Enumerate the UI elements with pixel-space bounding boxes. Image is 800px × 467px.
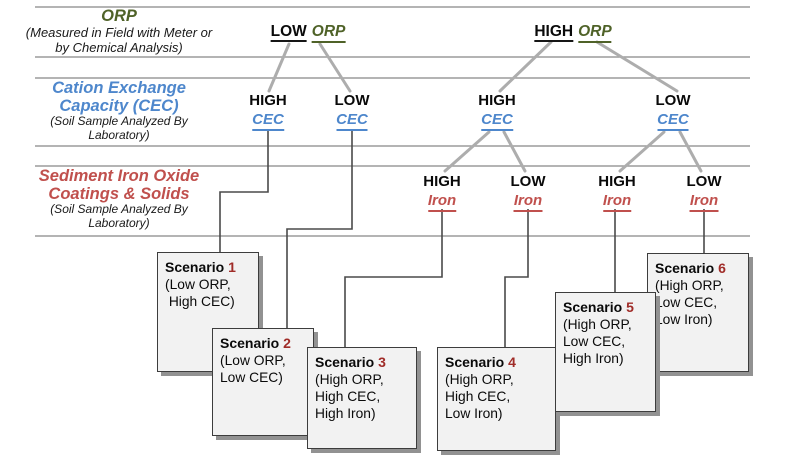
scenario-desc-line: Low CEC, (563, 334, 626, 349)
scenario-number: 2 (283, 335, 291, 351)
scenario-desc-line: High Iron) (315, 406, 376, 421)
scenario-title-text: Scenario (315, 354, 375, 370)
scenario-number: 6 (718, 260, 726, 276)
node-level-text: HIGH (534, 23, 574, 42)
scenario-title-text: Scenario (445, 354, 505, 370)
scenario-desc-line: Low CEC, (655, 295, 718, 310)
node-high-iron-2: HIGH Iron (598, 172, 636, 212)
scenario-desc-line: (High ORP, (445, 372, 514, 387)
iron-category-panel: Sediment Iron Oxide Coatings & Solids (S… (0, 167, 238, 230)
node-iron-text: Iron (602, 191, 632, 212)
node-low-cec-1: LOW CEC (335, 91, 370, 131)
node-level-text: LOW (655, 92, 691, 109)
band-divider-lines (35, 6, 750, 237)
scenario-number: 4 (508, 354, 516, 370)
cec-category-title: Capacity (CEC) (59, 97, 179, 115)
iron-category-subtitle: Laboratory) (88, 215, 150, 230)
orp-category-subtitle: (Measured in Field with Meter or (25, 25, 213, 40)
scenario-desc-line: Low CEC) (220, 370, 283, 385)
scenario-desc-line: (High ORP, (655, 278, 724, 293)
scenario-connector-lines (219, 131, 705, 348)
scenario-desc-line: High CEC) (165, 294, 235, 309)
cec-category-subtitle: (Soil Sample Analyzed By (50, 114, 188, 128)
iron-category-title: Sediment Iron Oxide (38, 167, 200, 185)
iron-category-subtitle: (Soil Sample Analyzed By (50, 202, 188, 216)
scenario-title-text: Scenario (655, 260, 715, 276)
node-iron-text: Iron (513, 191, 543, 212)
node-low-iron-1: LOW Iron (511, 172, 546, 212)
node-cec-text: CEC (481, 110, 513, 131)
node-high-cec-2: HIGH CEC (478, 91, 516, 131)
node-cec-text: CEC (252, 110, 284, 131)
orp-category-panel: ORP (Measured in Field with Meter or by … (0, 7, 238, 55)
node-high-cec-1: HIGH CEC (249, 91, 287, 131)
node-cec-text: CEC (336, 110, 368, 131)
cec-category-title: Cation Exchange (52, 79, 186, 97)
scenario-desc-line: High Iron) (563, 351, 624, 366)
node-orp-text: ORP (578, 22, 612, 43)
node-low-cec-2: LOW CEC (656, 91, 691, 131)
node-low-iron-2: LOW Iron (687, 172, 722, 212)
scenario-number: 5 (626, 299, 634, 315)
node-high-iron-1: HIGH Iron (423, 172, 461, 212)
node-cec-text: CEC (657, 110, 689, 131)
node-level-text: HIGH (598, 173, 636, 190)
scenario-desc-line: Low Iron) (445, 406, 503, 421)
node-level-text: LOW (686, 173, 722, 190)
scenario-desc-line: High CEC, (315, 389, 381, 404)
scenario-number: 1 (228, 259, 236, 275)
scenario-desc-line: (High ORP, (315, 372, 384, 387)
scenario-title-text: Scenario (220, 335, 280, 351)
cec-category-panel: Cation Exchange Capacity (CEC) (Soil Sam… (0, 79, 238, 142)
orp-category-title: ORP (101, 7, 137, 25)
node-level-text: LOW (334, 92, 370, 109)
node-level-text: LOW (510, 173, 546, 190)
orp-category-subtitle: by Chemical Analysis) (55, 40, 183, 55)
node-level-text: LOW (270, 23, 307, 42)
scenario-desc-line: Low Iron) (655, 312, 713, 327)
node-level-text: HIGH (249, 92, 287, 109)
node-iron-text: Iron (689, 191, 719, 212)
scenario-desc-line: (High ORP, (563, 317, 632, 332)
scenario-title-text: Scenario (563, 299, 623, 315)
node-iron-text: Iron (427, 191, 457, 212)
node-level-text: HIGH (423, 173, 461, 190)
cec-category-subtitle: Laboratory) (88, 127, 150, 142)
iron-category-title: Coatings & Solids (48, 185, 190, 203)
node-level-text: HIGH (478, 92, 516, 109)
scenario-desc-line: High CEC, (445, 389, 511, 404)
tree-branch-lines (267, 40, 703, 173)
scenario-desc-line: (Low ORP, (165, 277, 231, 292)
node-orp-text: ORP (311, 22, 346, 43)
scenario-desc-line: (Low ORP, (220, 353, 286, 368)
scenario-number: 3 (378, 354, 386, 370)
scenario-title-text: Scenario (165, 259, 225, 275)
